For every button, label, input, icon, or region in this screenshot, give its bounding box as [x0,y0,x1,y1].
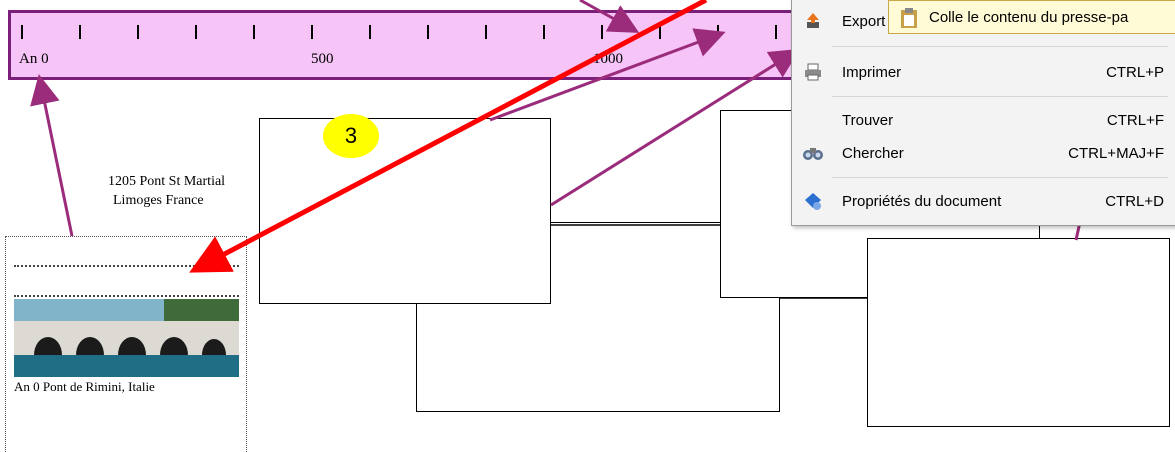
limoges-caption-line1: 1205 Pont St Martial [108,174,226,189]
menu-item-find[interactable]: Trouver CTRL+F [792,105,1175,135]
timeline-tick [137,25,139,39]
limoges-caption-line2: Limoges France [113,193,204,208]
placeholder-line [14,265,239,267]
printer-icon [802,61,824,83]
step-number: 3 [344,123,358,148]
binoculars-icon [802,142,824,164]
menu-item-shortcut: CTRL+MAJ+F [1068,144,1164,162]
timeline-label-500: 500 [311,51,334,67]
rimini-card[interactable]: An 0 Pont de Rimini, Italie [5,236,247,452]
image-top-border [14,295,239,297]
context-menu: Export Imprimer CTRL+P Trouver CTRL+F Ch… [791,0,1175,226]
timeline-tick [485,25,487,39]
timeline-tick [427,25,429,39]
menu-item-label: Trouver [842,111,894,129]
tooltip-text: Colle le contenu du presse-pa [929,8,1129,26]
menu-separator [832,177,1168,178]
menu-item-shortcut: CTRL+P [1106,63,1164,81]
content-box[interactable] [416,222,780,412]
menu-separator [832,46,1168,47]
connector-arrow [579,0,640,33]
menu-item-document-properties[interactable]: Propriétés du document CTRL+D [792,186,1175,216]
timeline-tick [775,25,777,39]
menu-item-shortcut: CTRL+F [1106,111,1164,129]
rimini-caption: An 0 Pont de Rimini, Italie [14,379,155,394]
timeline-tick [253,25,255,39]
menu-item-shortcut: CTRL+D [1105,192,1164,210]
timeline-tick [79,25,81,39]
clipboard-icon [899,7,919,33]
timeline-bar: An 0 500 1000 [8,10,808,80]
document-properties-icon [802,190,824,212]
menu-item-label: Imprimer [842,63,902,81]
timeline-tick [543,25,545,39]
menu-item-label: Propriétés du document [842,192,1002,210]
menu-item-label: Chercher [842,144,904,162]
paste-tooltip: Colle le contenu du presse-pa [888,0,1175,34]
timeline-tick [659,25,661,39]
menu-item-print[interactable]: Imprimer CTRL+P [792,57,1175,87]
timeline-tick [195,25,197,39]
timeline-tick [369,25,371,39]
step-badge: 3 [323,114,379,158]
content-box[interactable] [867,238,1170,427]
timeline-tick [21,25,23,39]
export-icon [802,10,824,32]
menu-item-label: Export [842,12,886,30]
pointer-arrow [189,0,708,273]
menu-item-search[interactable]: Chercher CTRL+MAJ+F [792,138,1175,168]
connector-arrow [550,48,801,207]
timeline-tick [601,25,603,39]
connector-arrow [30,74,74,237]
menu-separator [832,96,1168,97]
rimini-bridge-image [14,299,239,377]
menu-item-export[interactable]: Export [792,6,1175,36]
timeline-label-start: An 0 [19,51,49,67]
connector-arrow [489,28,726,122]
timeline-tick [311,25,313,39]
